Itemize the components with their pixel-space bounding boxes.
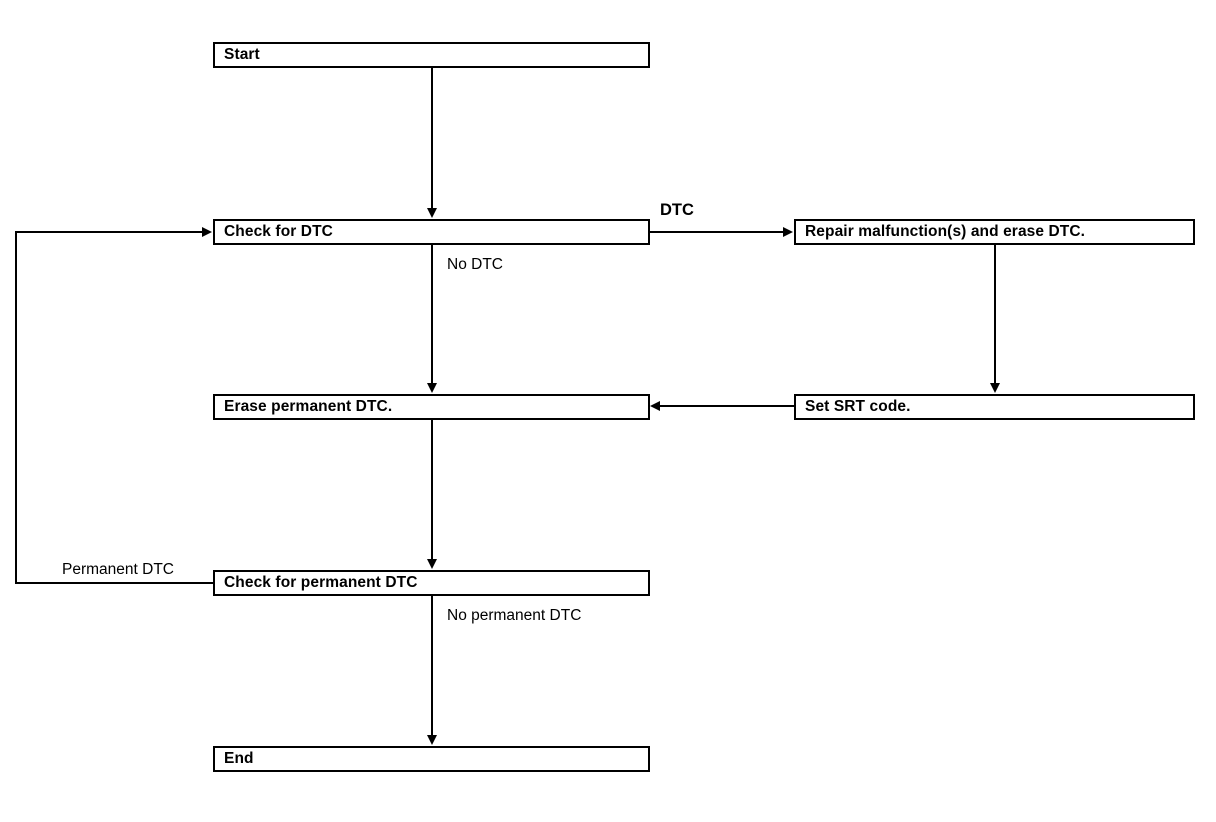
edge-feedback-bottom-segment — [15, 582, 215, 584]
node-check-for-permanent-dtc-label: Check for permanent DTC — [224, 574, 418, 592]
arrowhead-erase-permanent-top — [427, 383, 437, 393]
node-erase-permanent-dtc[interactable]: Erase permanent DTC. — [213, 394, 650, 420]
edge-label-permanent-dtc: Permanent DTC — [62, 561, 174, 578]
arrowhead-set-srt-top — [990, 383, 1000, 393]
arrowhead-end-top — [427, 735, 437, 745]
edge-start-to-check-dtc — [431, 68, 433, 209]
edge-label-dtc: DTC — [660, 201, 694, 219]
node-repair-malfunctions[interactable]: Repair malfunction(s) and erase DTC. — [794, 219, 1195, 245]
edge-label-no-permanent-dtc: No permanent DTC — [447, 607, 582, 624]
node-check-for-dtc-label: Check for DTC — [224, 223, 333, 241]
arrowhead-check-dtc-top — [427, 208, 437, 218]
node-start-label: Start — [224, 46, 260, 64]
arrowhead-erase-permanent-right — [650, 401, 660, 411]
edge-set-srt-to-erase-permanent — [660, 405, 794, 407]
node-set-srt-code[interactable]: Set SRT code. — [794, 394, 1195, 420]
node-erase-permanent-dtc-label: Erase permanent DTC. — [224, 398, 393, 416]
node-start[interactable]: Start — [213, 42, 650, 68]
edge-repair-to-set-srt — [994, 245, 996, 384]
edge-feedback-top-segment — [15, 231, 203, 233]
arrowhead-check-dtc-left — [202, 227, 212, 237]
node-check-for-dtc[interactable]: Check for DTC — [213, 219, 650, 245]
edge-check-dtc-to-repair — [650, 231, 785, 233]
arrowhead-check-permanent-top — [427, 559, 437, 569]
node-end-label: End — [224, 750, 254, 768]
node-end[interactable]: End — [213, 746, 650, 772]
arrowhead-repair-left — [783, 227, 793, 237]
node-check-for-permanent-dtc[interactable]: Check for permanent DTC — [213, 570, 650, 596]
node-set-srt-code-label: Set SRT code. — [805, 398, 911, 416]
edge-check-dtc-to-erase-permanent — [431, 245, 433, 384]
node-repair-malfunctions-label: Repair malfunction(s) and erase DTC. — [805, 223, 1086, 241]
edge-feedback-left-segment — [15, 231, 17, 584]
edge-check-permanent-to-end — [431, 596, 433, 736]
edge-label-no-dtc: No DTC — [447, 256, 503, 273]
edge-erase-permanent-to-check-permanent — [431, 420, 433, 560]
